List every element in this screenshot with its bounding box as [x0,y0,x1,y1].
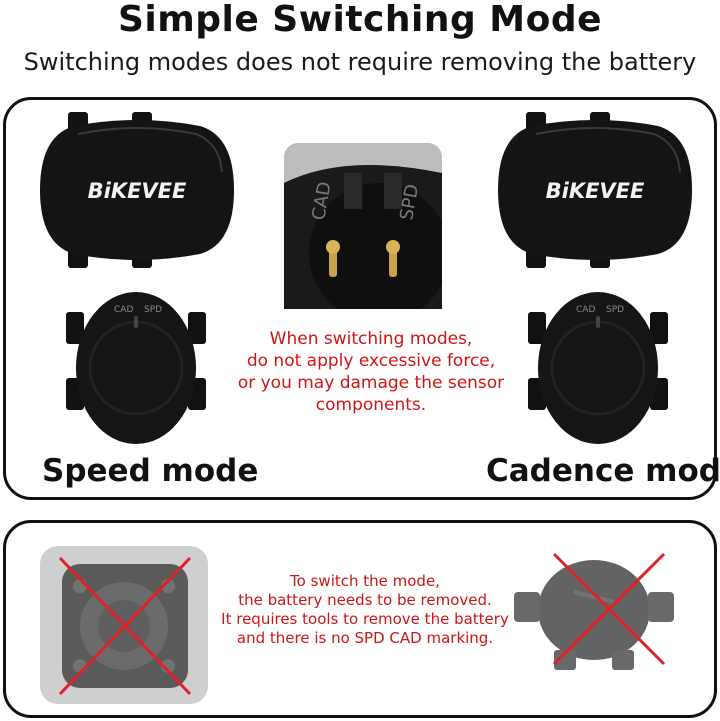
contacts-closeup-photo: CAD SPD [284,143,442,309]
warning-line: components. [315,395,427,415]
cadence-sensor-front: BiKEVEE [498,112,692,268]
old-sensor-photo-right [514,552,674,670]
old-sensor-photo-left [40,546,208,704]
force-warning: When switching modes, do not apply exces… [236,328,506,416]
cad-marking: CAD [114,305,133,315]
page-title: Simple Switching Mode [117,0,603,40]
speed-mode-label: Speed mode [42,453,259,489]
note-line: To switch the mode, [290,572,440,590]
warning-line: or you may damage the sensor [237,373,505,393]
spd-marking: SPD [606,305,624,315]
battery-note: To switch the mode, the battery needs to… [215,572,515,648]
warning-line: When switching modes, [269,329,473,349]
page-subtitle: Switching modes does not require removin… [23,48,697,76]
warning-line: do not apply excessive force, [246,351,496,371]
spd-marking: SPD [144,305,162,315]
note-line: and there is no SPD CAD marking. [236,629,494,647]
cad-marking: CAD [576,305,595,315]
brand-logo: BiKEVEE [546,179,645,203]
note-line: It requires tools to remove the battery [221,610,509,628]
cadence-mode-label: Cadence mode [486,453,720,489]
speed-sensor-front: BiKEVEE [40,112,234,268]
speed-sensor-back: CAD SPD [66,292,206,444]
brand-logo: BiKEVEE [88,179,187,203]
note-line: the battery needs to be removed. [238,591,492,609]
cadence-sensor-back: CAD SPD [528,292,668,444]
